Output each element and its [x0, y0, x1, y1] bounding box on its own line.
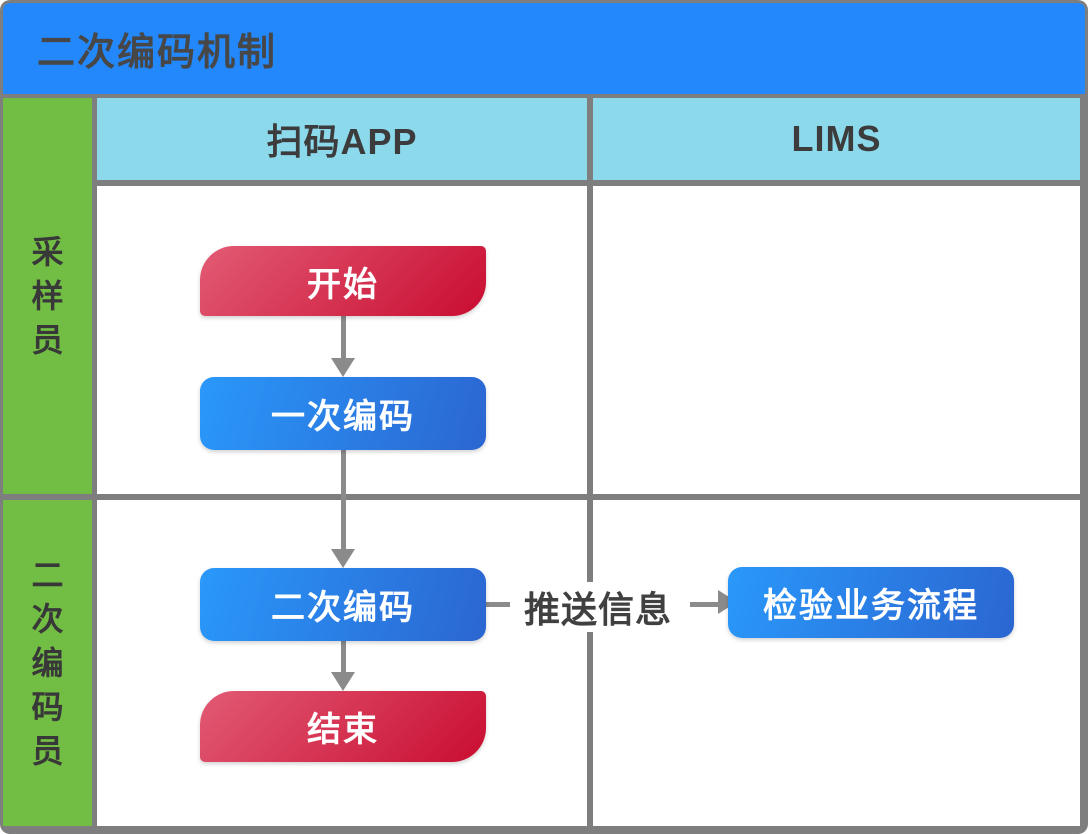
- column-header-scan-app: 扫码APP: [97, 98, 587, 180]
- inspection-process-node: 检验业务流程: [728, 567, 1014, 638]
- connector-label-to-inspection: [690, 602, 718, 607]
- end-node: 结束: [200, 691, 486, 762]
- arrow-down-icon: [331, 672, 355, 691]
- row-label-sampler: 采样员: [3, 98, 92, 494]
- arrow-down-icon: [331, 549, 355, 568]
- connector-primary-to-secondary: [341, 450, 346, 549]
- row-label-secondary-coder-text: 二次编码员: [31, 557, 64, 769]
- connector-secondary-to-label: [486, 602, 510, 607]
- lane-cell-secondary-coder-lims: [593, 500, 1080, 826]
- start-node: 开始: [200, 246, 486, 316]
- column-header-scan-app-label: 扫码APP: [266, 121, 418, 162]
- secondary-coding-node: 二次编码: [200, 568, 486, 641]
- diagram-title-bar: 二次编码机制: [3, 3, 1085, 94]
- row-label-sampler-text: 采样员: [31, 234, 64, 358]
- connector-secondary-to-end: [341, 641, 346, 672]
- push-info-label: 推送信息: [516, 582, 680, 632]
- primary-coding-node: 一次编码: [200, 377, 486, 450]
- column-header-lims-label: LIMS: [791, 118, 882, 159]
- row-label-secondary-coder: 二次编码员: [3, 500, 92, 826]
- arrow-down-icon: [331, 358, 355, 377]
- column-header-lims: LIMS: [593, 98, 1080, 180]
- page-title: 二次编码机制: [37, 32, 278, 74]
- lane-cell-sampler-lims: [593, 186, 1080, 494]
- connector-start-to-primary: [341, 316, 346, 358]
